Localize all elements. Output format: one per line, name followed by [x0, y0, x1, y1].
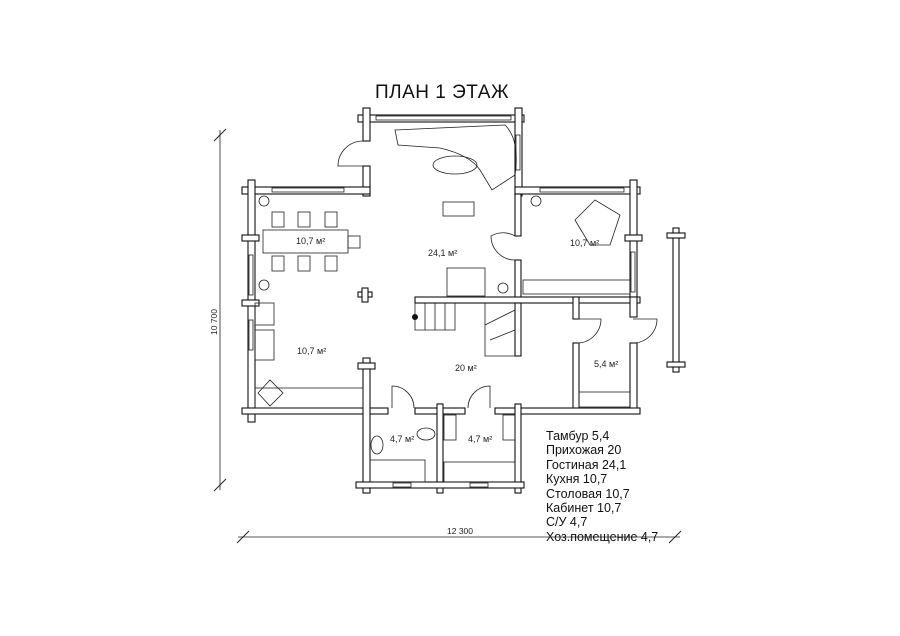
- plan-title: ПЛАН 1 ЭТАЖ: [375, 82, 509, 103]
- room-area-utility: 4,7 м²: [468, 434, 492, 444]
- room-area-living: 24,1 м²: [428, 248, 457, 258]
- legend-item: С/У 4,7: [546, 515, 588, 530]
- legend-item: Столовая 10,7: [546, 486, 630, 501]
- legend-item: Прихожая 20: [546, 443, 622, 458]
- legend-item: Тамбур 5,4: [546, 429, 610, 443]
- legend-item: Хоз.помещение 4,7: [546, 529, 659, 544]
- dimension-horizontal: 12 300: [236, 526, 682, 544]
- room-legend: Тамбур 5,4 Прихожая 20 Гостиная 24,1 Кух…: [546, 429, 658, 544]
- room-area-bathroom: 4,7 м²: [390, 434, 414, 444]
- legend-item: Гостиная 24,1: [546, 457, 627, 472]
- room-area-kitchen: 10,7 м²: [297, 346, 326, 356]
- dimension-height-label: 10 700: [209, 309, 219, 335]
- furniture: [254, 124, 631, 483]
- legend-item: Кухня 10,7: [546, 472, 608, 487]
- windows: [248, 115, 636, 488]
- room-area-tambour: 5,4 м²: [594, 359, 618, 369]
- dimension-width-label: 12 300: [447, 526, 473, 536]
- room-area-dining: 10,7 м²: [296, 236, 325, 246]
- room-area-office: 10,7 м²: [570, 238, 599, 248]
- doors: [337, 140, 658, 409]
- legend-item: Кабинет 10,7: [546, 501, 622, 516]
- room-labels: 10,7 м² 24,1 м² 10,7 м² 10,7 м² 20 м² 5,…: [296, 236, 618, 444]
- dimension-vertical: 10 700: [209, 128, 227, 492]
- room-area-hall: 20 м²: [455, 363, 477, 373]
